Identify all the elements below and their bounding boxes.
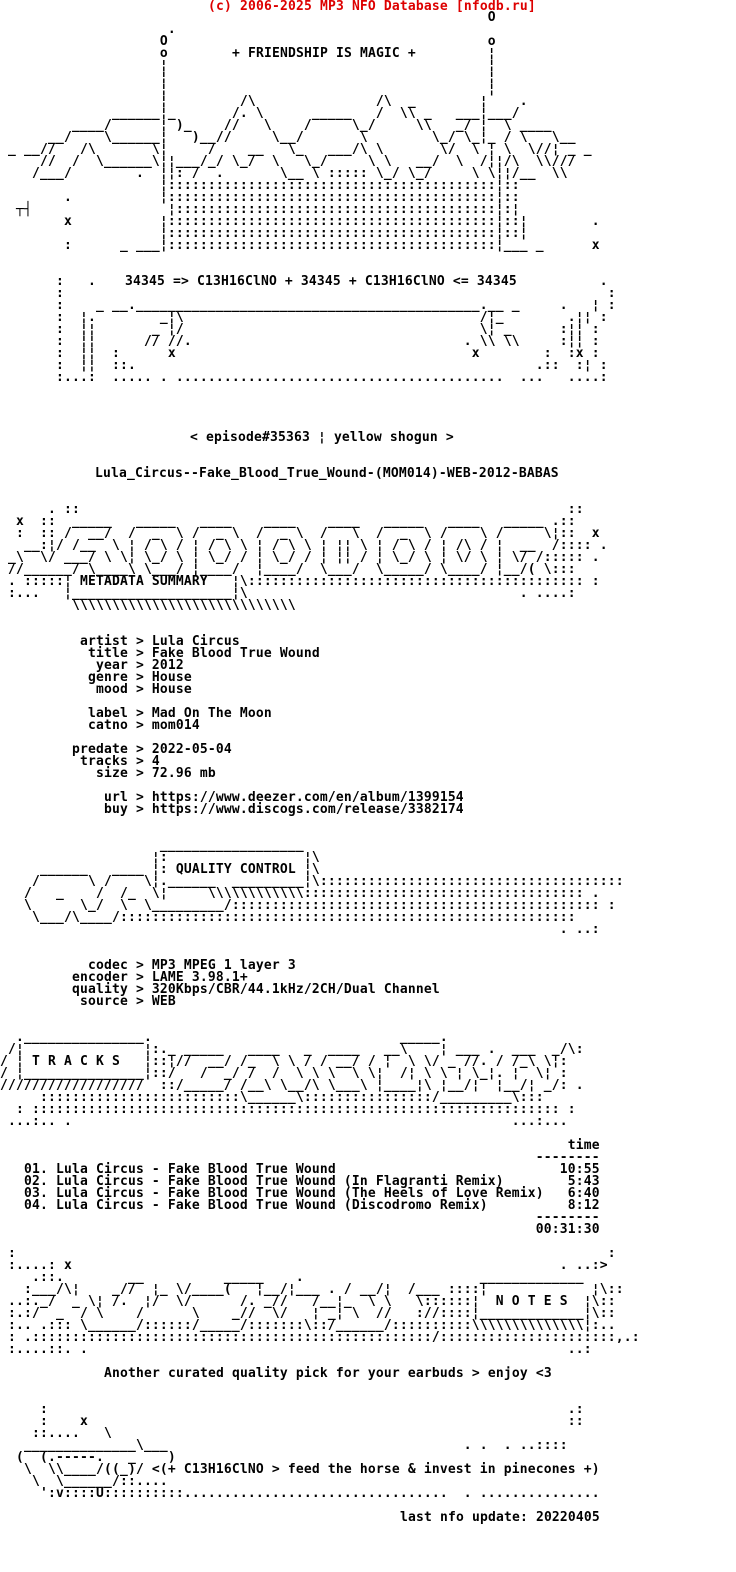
tracklist: time -------- 01. Lula Circus - Fake Blo…: [23, 1138, 600, 1237]
pony-mountains-ascii-art: O . O o o ¦ ¦: [7, 10, 616, 385]
release-name: Lula_Circus--Fake_Blood_True_Wound-(MOM0…: [95, 466, 559, 481]
horse-ascii-art: : .: : x :: ::.... \ ______________\___: [15, 1402, 600, 1501]
last-update: last nfo update: 20220405: [400, 1510, 600, 1525]
metadata-fields: artist > Lula Circus title > Fake Blood …: [71, 634, 464, 817]
quality-control-banner: __________________ ¦: ¦\ ______ ____ ¦: …: [23, 838, 624, 937]
chem-formula-line: 34345 => C13H16ClNO + 34345 + C13H16ClNO…: [125, 274, 517, 289]
notes-banner: : : :....: x . ..:> .::. __ _____ .: [7, 1246, 640, 1357]
friendship-caption: + FRIENDSHIP IS MAGIC +: [232, 46, 416, 61]
tracks-banner: ._______________. _____. /¦ ¦:._ _____ _…: [0, 1030, 584, 1129]
episode-line: < episode#35363 ¦ yellow shogun >: [190, 430, 454, 445]
metadata-summary-banner: . :: :: x :: _____ _____ ____ ____ ____ …: [7, 502, 608, 613]
quality-fields: codec > MP3 MPEG 1 layer 3 encoder > LAM…: [71, 958, 440, 1009]
copyright-header: (c) 2006-2025 MP3 NFO Database [nfodb.ru…: [208, 0, 536, 14]
notes-message: Another curated quality pick for your ea…: [104, 1366, 552, 1381]
